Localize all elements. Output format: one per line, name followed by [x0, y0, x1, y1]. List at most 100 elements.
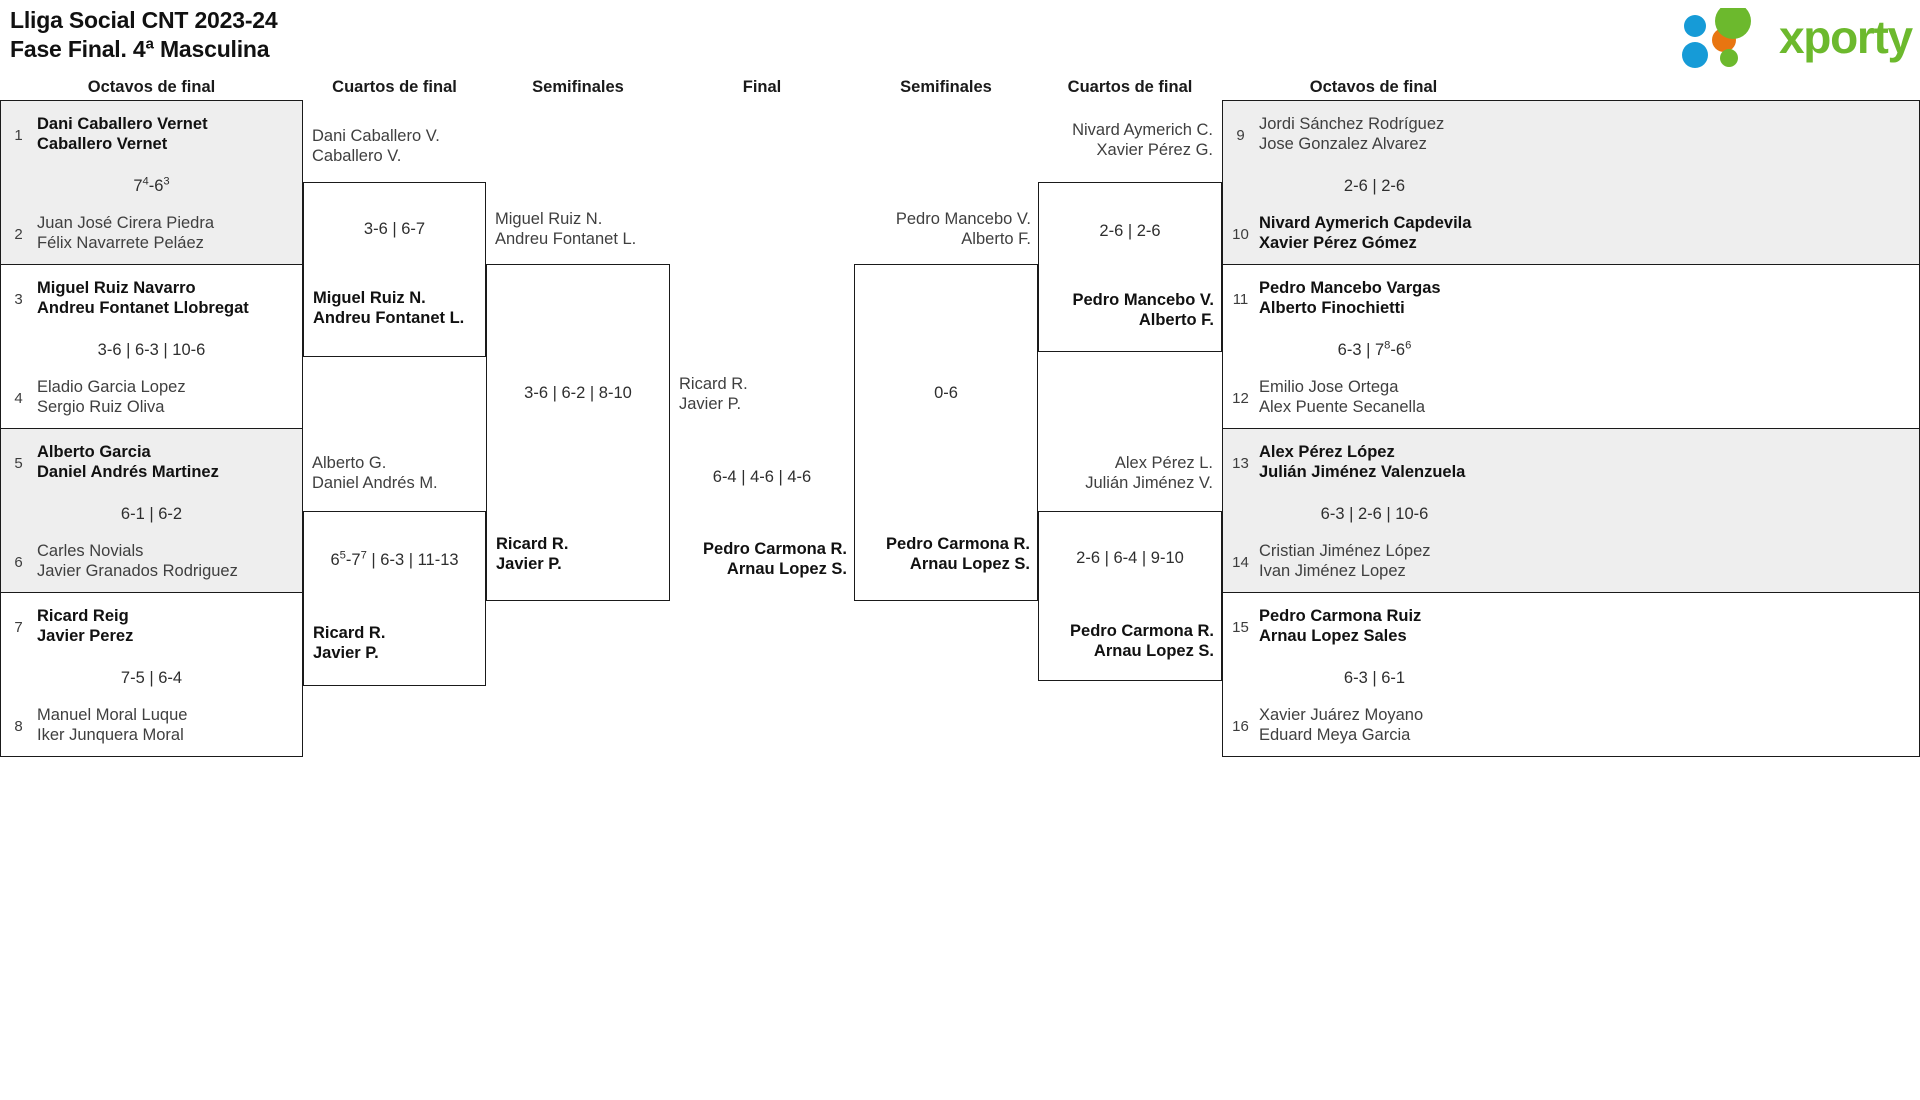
match-score: 6-3 | 78-66: [1337, 339, 1412, 359]
match-box-right-qf-1[interactable]: 2-6 | 2-6 Pedro Mancebo V.Alberto F.: [1038, 182, 1222, 352]
seed-number: 6: [14, 554, 23, 572]
advanced-player-right-qf-2-top: Alex Pérez L.Julián Jiménez V.: [1085, 454, 1213, 493]
match-score: 3-6 | 6-3 | 10-6: [97, 341, 206, 359]
advanced-player-left-qf-2-bottom: Ricard R.Javier P.: [313, 624, 386, 663]
seed-number: 2: [14, 226, 23, 244]
advanced-player-right-qf-2-bottom: Pedro Carmona R.Arnau Lopez S.: [1070, 622, 1214, 661]
round-header-left-r16: Octavos de final: [87, 78, 216, 96]
advanced-player-left-qf-2-top: Alberto G.Daniel Andrés M.: [312, 454, 438, 493]
advanced-player-left-sf-bottom: Ricard R.Javier P.: [496, 535, 569, 574]
round-header-right-sf: Semifinales: [900, 78, 992, 96]
title-line-1: Lliga Social CNT 2023-24: [10, 7, 278, 33]
match-score: 6-3 | 6-1: [1343, 669, 1406, 687]
match-score: 2-6 | 2-6: [1343, 177, 1406, 195]
match-score: 65-77 | 6-3 | 11-13: [330, 549, 459, 569]
match-score: 7-5 | 6-4: [120, 669, 183, 687]
seed-number: 5: [14, 455, 23, 473]
seed-number: 11: [1232, 291, 1249, 309]
round-header-left-qf: Cuartos de final: [332, 78, 457, 96]
match-score: 2-6 | 2-6: [1099, 222, 1161, 240]
match-score: 74-63: [133, 175, 170, 195]
logo-wordmark: xporty: [1779, 11, 1913, 63]
match-box-right-qf-2[interactable]: 2-6 | 6-4 | 9-10 Pedro Carmona R.Arnau L…: [1038, 511, 1222, 681]
advanced-player-right-qf-1-bottom: Pedro Mancebo V.Alberto F.: [1072, 291, 1214, 330]
match-score: 6-1 | 6-2: [120, 505, 183, 523]
round-header-right-r16: Octavos de final: [1309, 78, 1438, 96]
seed-number: 16: [1232, 718, 1249, 736]
round-header-left-sf: Semifinales: [532, 78, 624, 96]
match-score: 2-6 | 6-4 | 9-10: [1076, 549, 1184, 567]
seed-number: 1: [14, 127, 23, 145]
match-box-left-qf-1[interactable]: 3-6 | 6-7 Miguel Ruiz N.Andreu Fontanet …: [303, 182, 486, 357]
round-header-right-qf: Cuartos de final: [1067, 78, 1193, 96]
seed-number: 12: [1232, 390, 1249, 408]
seed-number: 15: [1232, 619, 1249, 637]
match-score: 3-6 | 6-2 | 8-10: [524, 384, 632, 402]
seed-number: 14: [1232, 554, 1249, 572]
xporty-dots-icon: [1682, 3, 1751, 68]
seed-number: 4: [14, 390, 23, 408]
match-box-left-qf-2[interactable]: 65-77 | 6-3 | 11-13 Ricard R.Javier P.: [303, 511, 486, 686]
advanced-player-final-bottom: Pedro Carmona R.Arnau Lopez S.: [703, 540, 847, 579]
title-line-2: Fase Final. 4ª Masculina: [10, 36, 270, 63]
match-box-left-sf[interactable]: 3-6 | 6-2 | 8-10 Ricard R.Javier P.: [486, 264, 670, 601]
seed-number: 8: [14, 718, 23, 736]
seed-number: 9: [1236, 127, 1245, 145]
round-header-final: Final: [742, 78, 782, 96]
page-title: Lliga Social CNT 2023-24 Fase Final. 4ª …: [10, 6, 278, 65]
advanced-player-left-qf-1-top: Dani Caballero V.Caballero V.: [312, 127, 440, 166]
seed-number: 7: [14, 619, 23, 637]
match-score: 6-3 | 2-6 | 10-6: [1320, 505, 1429, 523]
advanced-player-right-sf-bottom: Pedro Carmona R.Arnau Lopez S.: [886, 535, 1030, 574]
advanced-player-left-qf-1-bottom: Miguel Ruiz N.Andreu Fontanet L.: [313, 289, 465, 328]
advanced-player-left-sf-top: Miguel Ruiz N.Andreu Fontanet L.: [495, 210, 637, 249]
seed-number: 10: [1232, 226, 1249, 244]
advanced-player-right-qf-1-top: Nivard Aymerich C.Xavier Pérez G.: [1072, 121, 1213, 160]
match-box-right-sf[interactable]: 0-6 Pedro Carmona R.Arnau Lopez S.: [854, 264, 1038, 601]
xporty-logo: xporty: [1671, 3, 1913, 70]
seed-number: 3: [14, 291, 23, 309]
advanced-player-final-top: Ricard R.Javier P.: [679, 375, 748, 414]
seed-number: 13: [1232, 455, 1249, 473]
